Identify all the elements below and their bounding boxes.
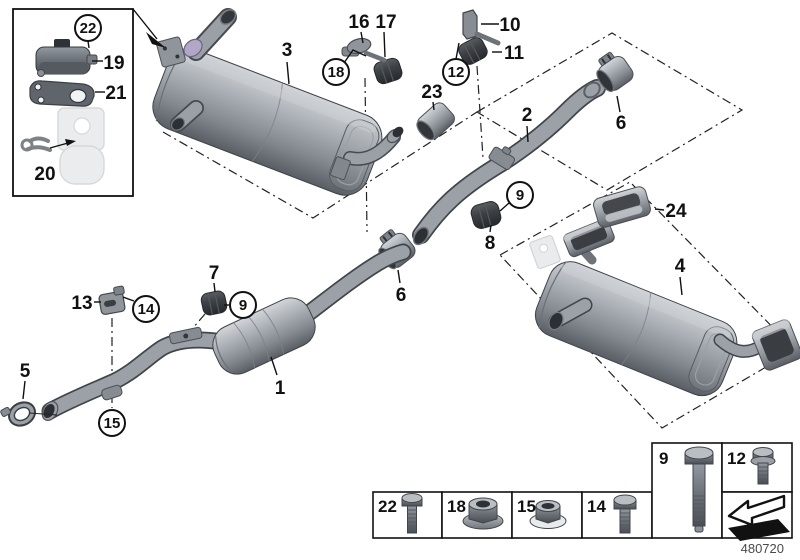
callout-7[interactable]: 7: [209, 263, 220, 284]
legend-num-18: 18: [447, 497, 466, 516]
callout-circle-18-label: 18: [328, 64, 345, 81]
fastener-legend: 22 18 15 14 9 12: [372, 442, 793, 556]
part-6-clamp-right: [596, 51, 634, 93]
muffler3-alignment-box: [162, 111, 478, 219]
pipe1-bracket: [168, 326, 203, 345]
pipe2-hanger-bracket: [488, 146, 516, 171]
muffler3-mount-tab: [330, 156, 351, 181]
callout-3[interactable]: 3: [282, 40, 293, 61]
part-24-trim-frame: [593, 186, 651, 228]
part-8-rubber-mount: [470, 201, 502, 229]
callout-circle-12[interactable]: 12: [442, 58, 470, 86]
callout-circle-14[interactable]: 14: [132, 295, 160, 323]
inset-detail-box: [12, 8, 166, 197]
legend-cell-14[interactable]: [581, 491, 653, 539]
inset-pointer-arrowhead: [146, 32, 166, 48]
pipe2-alignment-box: [475, 32, 744, 191]
part-10-bracket: [462, 9, 501, 46]
drawing-number: 480720: [741, 541, 784, 556]
circled-callouts: 22 18 12 9 9 14 15: [74, 14, 534, 437]
part-2-rear-pipe: [412, 79, 606, 246]
part-21-gasket: [29, 80, 95, 107]
callout-circle-12-label: 12: [448, 64, 465, 81]
flange-bolt-12-icon: [750, 447, 776, 485]
callout-circle-18[interactable]: 18: [322, 58, 350, 86]
legend-num-15: 15: [517, 497, 536, 516]
callout-6-center[interactable]: 6: [396, 285, 407, 306]
part-5-clamp-ring: [0, 401, 36, 427]
flange-nut-18-icon: [462, 497, 504, 530]
callout-circle-9-lower-label: 9: [239, 297, 247, 314]
callout-16[interactable]: 16: [348, 12, 369, 33]
legend-num-9: 9: [659, 449, 668, 468]
leader-lines: [22, 23, 683, 400]
flange-nut-15-icon: [529, 500, 567, 529]
callout-4[interactable]: 4: [675, 256, 686, 277]
callout-8[interactable]: 8: [485, 233, 496, 254]
callout-6-right[interactable]: 6: [616, 113, 627, 134]
part-1-front-pipe: [41, 243, 412, 422]
part-4-rear-muffler-right: [529, 218, 800, 397]
legend-num-22: 22: [378, 497, 397, 516]
hex-bolt-22-icon: [401, 493, 423, 534]
ghost-flap-assembly: [57, 107, 105, 185]
part-13-bracket: [98, 285, 126, 315]
callout-circle-22-label: 22: [80, 20, 97, 37]
callout-circle-15[interactable]: 15: [98, 409, 126, 437]
muffler3-flap-bracket: [156, 36, 186, 68]
callout-20[interactable]: 20: [34, 164, 55, 185]
callout-5[interactable]: 5: [20, 361, 31, 382]
callout-1[interactable]: 1: [275, 378, 286, 399]
callout-circle-15-label: 15: [104, 415, 121, 432]
part-23-clamp-sleeve: [416, 102, 455, 141]
hanger11-alignment-line: [476, 65, 484, 159]
callout-11[interactable]: 11: [504, 43, 525, 64]
callout-circle-9-upper[interactable]: 9: [506, 181, 534, 209]
muffler4-right-tip: [751, 319, 800, 371]
legend-cell-15[interactable]: [511, 491, 583, 539]
callout-circle-9-lower[interactable]: 9: [229, 291, 257, 319]
callout-13[interactable]: 13: [71, 293, 92, 314]
callout-19[interactable]: 19: [103, 53, 124, 74]
clamp5-axis-line: [28, 412, 58, 416]
callout-24[interactable]: 24: [665, 201, 687, 222]
callout-circle-14-label: 14: [138, 301, 155, 318]
callout-17[interactable]: 17: [375, 12, 396, 33]
legend-num-14: 14: [587, 497, 606, 516]
exhaust-flap-ring: [183, 38, 203, 58]
inset-pointer-line: [132, 8, 158, 40]
legend-num-12: 12: [727, 449, 746, 468]
callout-circle-9-upper-label: 9: [516, 187, 524, 204]
part-7-rubber-mount: [200, 290, 228, 316]
callout-21[interactable]: 21: [105, 83, 127, 104]
ghost-mount-bracket: [529, 234, 561, 270]
hex-bolt-14-icon: [613, 494, 637, 534]
part-11-rubber-mount: [458, 37, 488, 65]
callout-labels: 19 21 20 3 16 17 10 11 23 2 6 8 24 4 6 7…: [20, 12, 687, 399]
direction-arrow-icon: [727, 494, 790, 541]
pipe1-hanger-flange: [101, 384, 123, 401]
part-3-rear-muffler-left: [152, 8, 404, 196]
part-19-flap-actuator: [35, 39, 98, 77]
callout-23[interactable]: 23: [421, 82, 442, 103]
part-20-spring-clip: [20, 136, 76, 152]
callout-10[interactable]: 10: [499, 15, 520, 36]
callout-circle-22[interactable]: 22: [74, 14, 102, 42]
muffler4-left-tip: [563, 218, 615, 258]
callout-2[interactable]: 2: [522, 105, 533, 126]
collar-bolt-9-icon: [684, 446, 714, 533]
part-17-rubber-mount: [373, 57, 403, 85]
